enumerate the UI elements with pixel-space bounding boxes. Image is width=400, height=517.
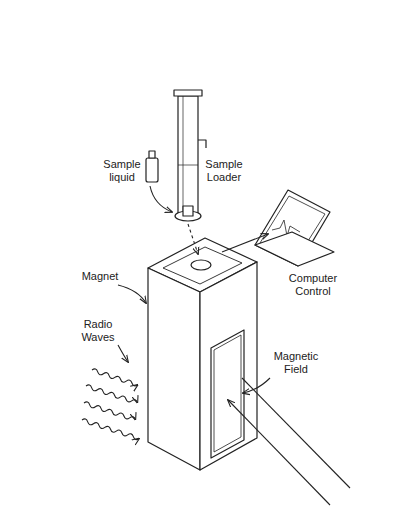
insert-arrow <box>188 224 198 254</box>
radio-wave <box>81 418 139 440</box>
leader-arrow <box>243 378 270 393</box>
signal-arrow <box>222 234 268 252</box>
leader-arrow <box>118 345 128 362</box>
part-label: Computer Control <box>284 272 342 298</box>
radio-wave <box>85 384 138 404</box>
sample-loader <box>174 90 206 221</box>
laptop <box>255 190 334 266</box>
radio-wave <box>91 368 138 387</box>
radio-wave <box>83 401 136 421</box>
leader-arrow <box>150 186 172 212</box>
part-label: Radio Waves <box>76 318 120 344</box>
field-line <box>242 378 350 488</box>
part-label: Sample Loader <box>200 158 248 184</box>
leader-arrow <box>118 285 146 303</box>
sample-bottle <box>146 151 158 182</box>
magnet-box <box>148 238 257 470</box>
part-label: Magnet <box>76 270 124 283</box>
part-label: Magnetic Field <box>268 350 324 376</box>
part-label: Sample liquid <box>100 158 144 184</box>
